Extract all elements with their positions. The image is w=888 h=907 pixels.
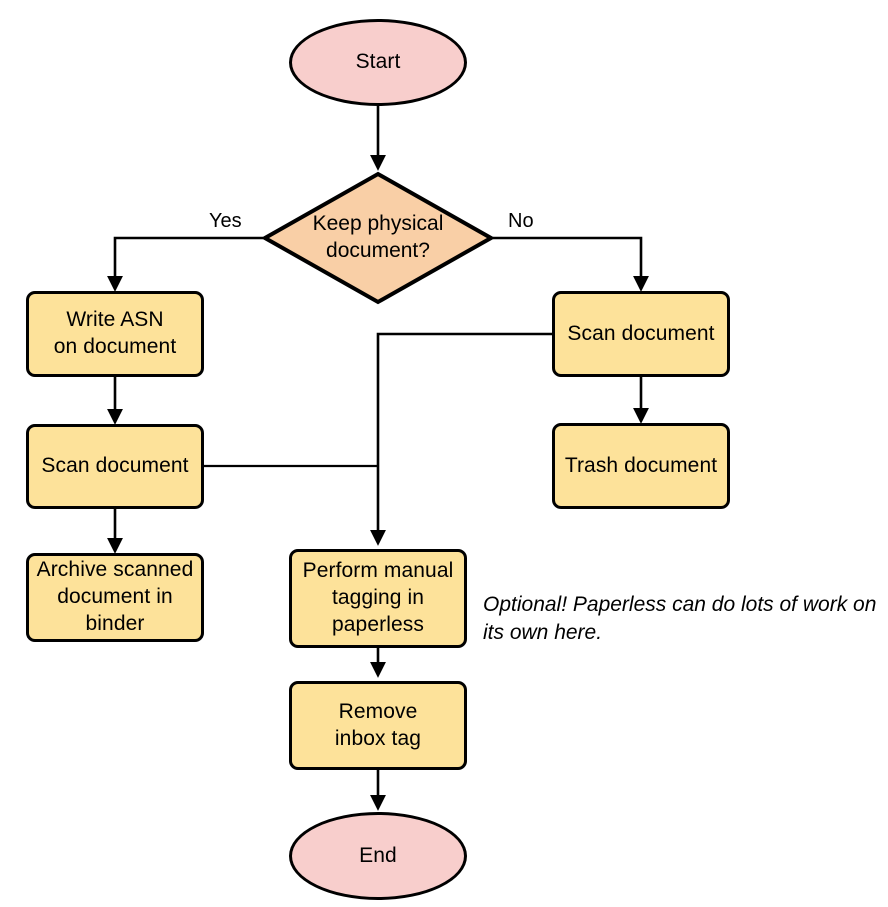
node-end[interactable]: End — [289, 812, 467, 900]
node-archive-scanned-document[interactable]: Archive scanned document in binder — [26, 553, 204, 642]
node-tagging-line1: Perform manual — [302, 559, 454, 583]
node-perform-manual-tagging[interactable]: Perform manual tagging in paperless — [289, 549, 467, 648]
node-write-asn-line2: on document — [53, 335, 177, 358]
node-trash-document[interactable]: Trash document — [552, 423, 730, 509]
edge-label-yes: Yes — [209, 210, 242, 232]
node-tagging-line3: paperless — [332, 612, 424, 636]
decision-label-line2: document? — [326, 239, 430, 262]
edge-keep-yes-to-write-asn — [106, 236, 263, 292]
node-tagging-line2: tagging in — [331, 586, 425, 610]
node-write-asn-line1: Write ASN — [66, 308, 164, 332]
node-start[interactable]: Start — [289, 19, 467, 106]
node-remove-inbox-line1: Remove — [338, 699, 418, 723]
node-scan-document-right[interactable]: Scan document — [552, 291, 730, 377]
node-remove-inbox-line2: inbox tag — [334, 726, 422, 750]
node-archive-line2: document in — [57, 585, 173, 609]
node-scan-document-left-label: Scan document — [41, 454, 189, 478]
edge-keep-no-to-scan-right — [493, 236, 650, 292]
node-keep-physical-document-label: Keep physical document? — [262, 171, 494, 305]
node-archive-line3: binder — [85, 611, 145, 635]
node-archive-line1: Archive scanned — [36, 558, 194, 582]
node-scan-document-left[interactable]: Scan document — [26, 424, 204, 509]
annotation-line2: its own here. — [483, 620, 603, 644]
node-keep-physical-document[interactable]: Keep physical document? — [262, 171, 494, 305]
diamond-shape — [262, 171, 494, 305]
decision-label-line1: Keep physical — [312, 212, 444, 236]
annotation-line1: Optional! Paperless can do lots of work … — [483, 593, 877, 616]
annotation-optional-paperless: Optional! Paperless can do lots of work … — [483, 591, 883, 647]
node-scan-document-right-label: Scan document — [567, 321, 715, 345]
edge-scan-right-to-tagging — [369, 332, 553, 546]
node-end-label: End — [359, 843, 397, 867]
node-start-label: Start — [355, 50, 401, 74]
edge-label-no: No — [508, 210, 534, 232]
node-remove-inbox-tag[interactable]: Remove inbox tag — [289, 681, 467, 770]
node-write-asn[interactable]: Write ASN on document — [26, 291, 204, 377]
node-trash-document-label: Trash document — [564, 453, 718, 477]
